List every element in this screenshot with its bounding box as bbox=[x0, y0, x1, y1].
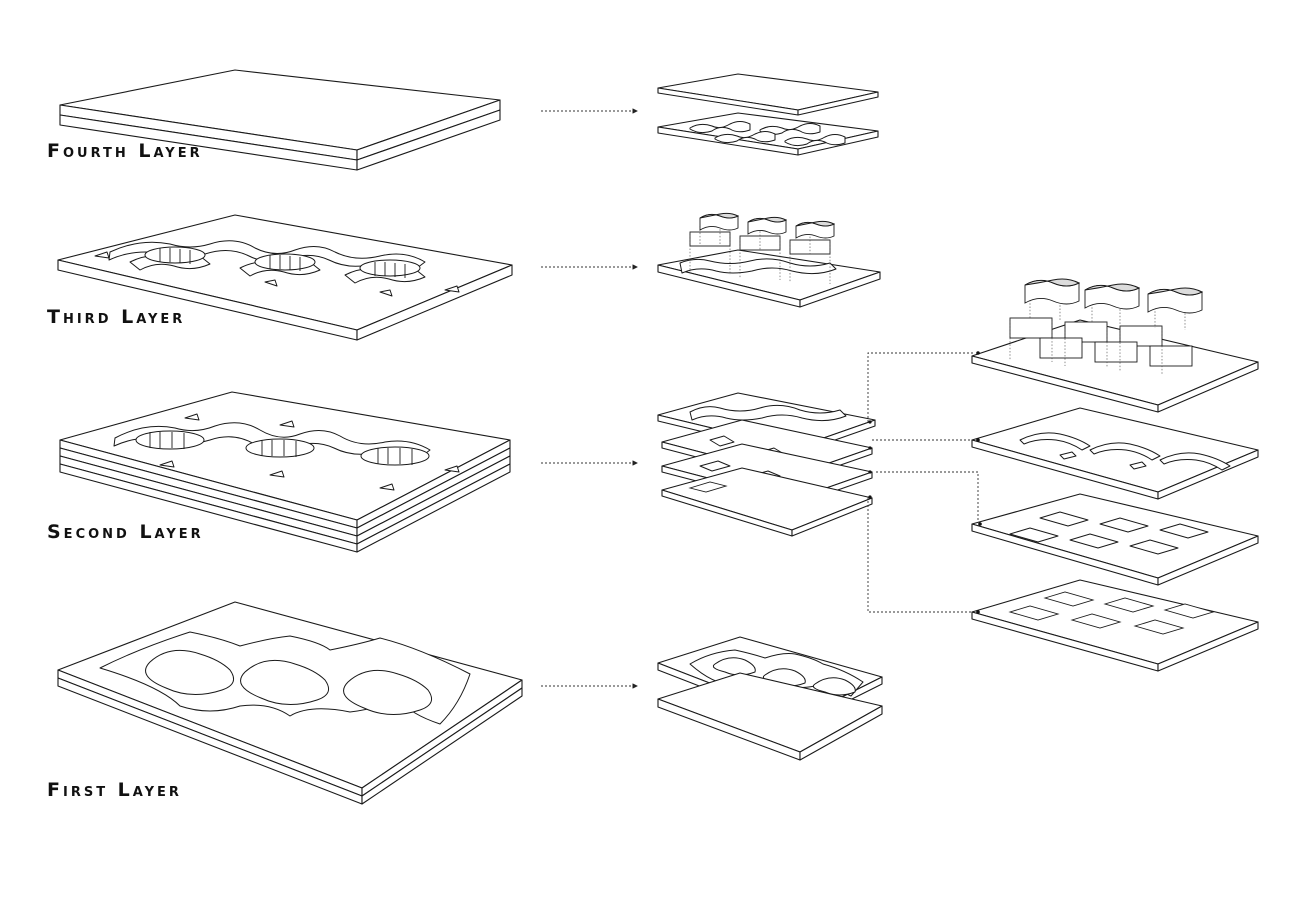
fourth-layer-label: Fourth Layer bbox=[47, 140, 203, 162]
detail-sheet-second bbox=[971, 407, 1259, 500]
second-layer-plate bbox=[59, 391, 511, 553]
second-layer-connectors bbox=[867, 352, 979, 613]
detail-sheet-third bbox=[971, 493, 1259, 586]
second-layer-exploded bbox=[657, 392, 876, 537]
first-layer-exploded bbox=[657, 636, 883, 761]
first-layer-label: First Layer bbox=[47, 779, 182, 801]
fourth-layer-plate bbox=[59, 69, 501, 171]
third-layer-exploded bbox=[657, 212, 881, 308]
detail-sheet-top-caps bbox=[1024, 278, 1204, 314]
third-layer-label: Third Layer bbox=[47, 306, 186, 328]
third-layer-plate bbox=[57, 214, 513, 341]
second-layer-label: Second Layer bbox=[47, 521, 204, 543]
fourth-layer-exploded bbox=[657, 73, 879, 156]
second-layer-cut-pattern bbox=[113, 413, 460, 491]
third-layer-blocks bbox=[689, 226, 831, 284]
third-layer-caps bbox=[699, 212, 836, 239]
first-layer-cut-pattern bbox=[99, 631, 471, 725]
detail-sheet-top-blocks bbox=[1009, 290, 1193, 375]
detail-sheet-top bbox=[971, 278, 1259, 413]
third-layer-cut-pattern bbox=[94, 240, 460, 297]
first-layer-plate bbox=[57, 601, 523, 805]
detail-sheet-bottom bbox=[971, 579, 1259, 672]
